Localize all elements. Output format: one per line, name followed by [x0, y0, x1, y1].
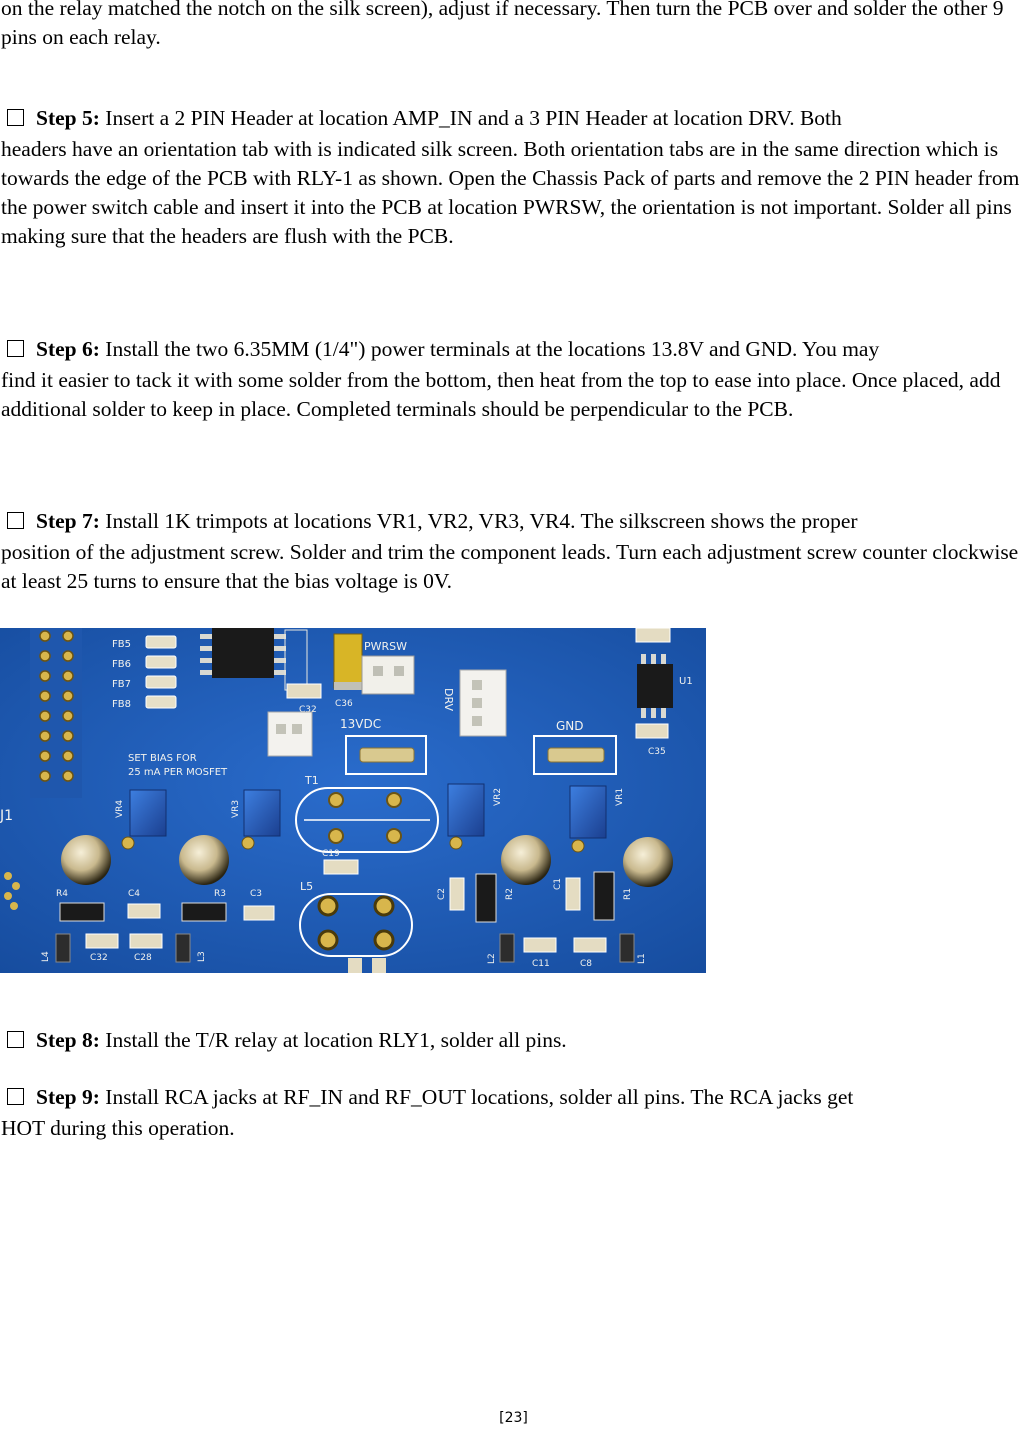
c19-label: C19	[322, 849, 340, 859]
step-6-first-line: Step 6: Install the two 6.35MM (1/4") po…	[1, 332, 1027, 366]
ic-top	[200, 628, 308, 691]
amp-in-header	[267, 711, 313, 757]
step-7-label: Step 7:	[36, 509, 100, 533]
svg-text:C4: C4	[128, 889, 140, 899]
svg-text:R4: R4	[56, 889, 68, 899]
fb6-label: FB6	[112, 659, 131, 670]
l5-outline	[299, 893, 413, 957]
svg-text:C2: C2	[437, 888, 447, 900]
step-7-checkbox[interactable]	[7, 512, 24, 529]
step-9: Step 9: Install RCA jacks at RF_IN and R…	[1, 1080, 1027, 1143]
vdc-label: 13VDC	[340, 717, 381, 731]
step-9-text-start: Install RCA jacks at RF_IN and RF_OUT lo…	[105, 1085, 854, 1109]
svg-text:L1: L1	[637, 953, 647, 964]
trimpot-vr1: VR1	[569, 785, 625, 853]
bias-line-2: 25 mA PER MOSFET	[128, 767, 228, 778]
fb8-label: FB8	[112, 699, 131, 710]
step-9-text-rest: HOT during this operation.	[1, 1116, 235, 1140]
ic-u1	[637, 664, 673, 708]
svg-text:R2: R2	[505, 888, 515, 900]
gnd-terminal	[547, 747, 605, 763]
cap-c32-top	[286, 683, 322, 699]
drv-label: DRV	[442, 688, 455, 712]
step-8-checkbox[interactable]	[7, 1031, 24, 1048]
vdc-outline	[345, 735, 427, 775]
step-6-text-start: Install the two 6.35MM (1/4") power term…	[105, 337, 880, 361]
step-7: Step 7: Install 1K trimpots at locations…	[1, 504, 1027, 596]
step-9-label: Step 9:	[36, 1085, 100, 1109]
ferrite-beads: FB5 FB6 FB7 FB8	[112, 635, 177, 710]
t1-label: T1	[304, 774, 319, 787]
l5-label: L5	[300, 880, 313, 893]
c35-label: C35	[648, 747, 666, 757]
step-8-label: Step 8:	[36, 1028, 100, 1052]
gnd-label: GND	[556, 719, 584, 733]
svg-text:C8: C8	[580, 959, 592, 969]
step-5-first-line: Step 5: Insert a 2 PIN Header at locatio…	[1, 101, 1027, 135]
vdc-terminal	[359, 747, 415, 763]
pcb-illustration: FB5 FB6 FB7 FB8 C32 C36 PW	[0, 628, 706, 973]
svg-text:C28: C28	[134, 953, 152, 963]
svg-text:L3: L3	[197, 951, 207, 962]
step-8-text-start: Install the T/R relay at location RLY1, …	[105, 1028, 567, 1052]
step-5-label: Step 5:	[36, 106, 100, 130]
svg-text:VR4: VR4	[115, 800, 125, 818]
pcb-photo: FB5 FB6 FB7 FB8 C32 C36 PW	[0, 628, 706, 973]
trimpot-vr3: VR3	[231, 789, 281, 850]
bias-line-1: SET BIAS FOR	[128, 753, 197, 764]
step-6-checkbox[interactable]	[7, 340, 24, 357]
step-5-checkbox[interactable]	[7, 109, 24, 126]
step-8-first-line: Step 8: Install the T/R relay at locatio…	[1, 1023, 1027, 1057]
step-5-text-start: Insert a 2 PIN Header at location AMP_IN…	[105, 106, 842, 130]
step-7-text-rest: position of the adjustment screw. Solder…	[1, 540, 1019, 593]
svg-text:R3: R3	[214, 889, 226, 899]
step-6: Step 6: Install the two 6.35MM (1/4") po…	[1, 332, 1027, 424]
step-9-checkbox[interactable]	[7, 1088, 24, 1105]
fb5-label: FB5	[112, 639, 131, 650]
components-bottom-right: C2 R2 C1 R1 L2 C11 C8 L1	[348, 871, 647, 973]
header-pins-left	[4, 628, 82, 910]
mounting-holes	[61, 835, 673, 887]
u1-label: U1	[679, 676, 693, 687]
step-7-first-line: Step 7: Install 1K trimpots at locations…	[1, 504, 1027, 538]
drv-header	[459, 669, 507, 737]
svg-text:VR3: VR3	[231, 800, 241, 818]
step-5: Step 5: Insert a 2 PIN Header at locatio…	[1, 101, 1027, 251]
step-5-text-rest: headers have an orientation tab with is …	[1, 137, 1020, 248]
trimpot-vr2: VR2	[447, 783, 503, 850]
pwrsw-header	[361, 655, 415, 695]
svg-text:VR1: VR1	[615, 788, 625, 806]
step-6-label: Step 6:	[36, 337, 100, 361]
svg-text:L4: L4	[41, 951, 51, 962]
svg-text:R1: R1	[623, 888, 633, 900]
step-9-first-line: Step 9: Install RCA jacks at RF_IN and R…	[1, 1080, 1027, 1114]
svg-text:C32: C32	[90, 953, 108, 963]
trimpot-vr4: VR4	[115, 789, 167, 850]
pwrsw-label: PWRSW	[364, 640, 407, 653]
t1-outline	[295, 787, 439, 853]
svg-text:C3: C3	[250, 889, 262, 899]
intro-paragraph: on the relay matched the notch on the si…	[1, 0, 1004, 49]
step-8: Step 8: Install the T/R relay at locatio…	[1, 1023, 1027, 1057]
svg-text:C1: C1	[553, 878, 563, 890]
j1-label: J1	[0, 808, 13, 824]
components-bottom-left: R4 C4 R3 C3 C32 C28 L4 L3	[41, 889, 275, 963]
step-6-text-rest: find it easier to tack it with some sold…	[1, 368, 1001, 421]
svg-text:VR2: VR2	[493, 788, 503, 806]
tantalum-cap	[333, 633, 363, 689]
gnd-outline	[533, 735, 617, 775]
page-number: [23]	[499, 1410, 528, 1426]
fb7-label: FB7	[112, 679, 131, 690]
svg-text:C11: C11	[532, 959, 550, 969]
step-7-text-start: Install 1K trimpots at locations VR1, VR…	[105, 509, 858, 533]
c32-top-label: C32	[299, 705, 317, 715]
svg-text:L2: L2	[487, 953, 497, 964]
c36-label: C36	[335, 699, 353, 709]
